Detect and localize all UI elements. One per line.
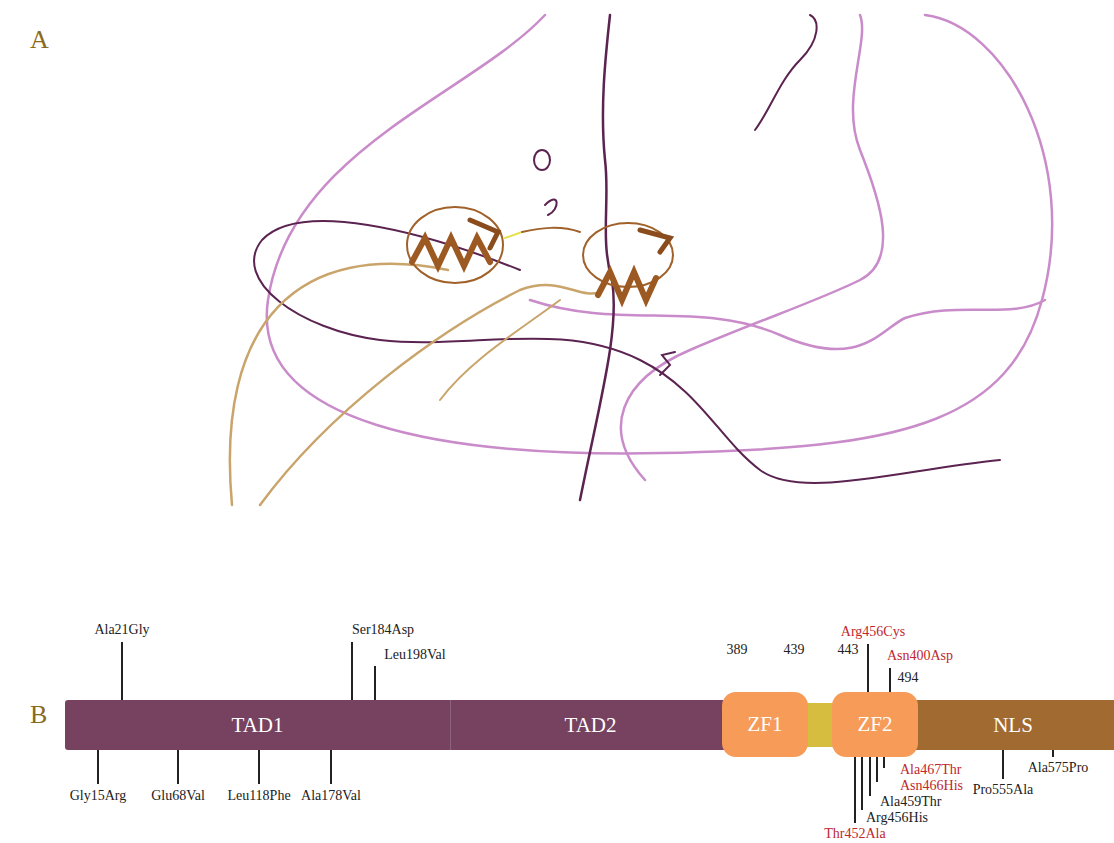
panel-letter: A: [30, 26, 49, 55]
mutation-label: Pro555Ala: [973, 782, 1034, 797]
domain-box: NLS: [912, 700, 1114, 750]
protein-structure: [230, 15, 1052, 505]
mutation-label: Glu68Val: [151, 788, 205, 803]
domain-name: ZF1: [747, 712, 782, 737]
domain-box: TAD1: [65, 700, 450, 750]
domain-name: ZF2: [857, 712, 892, 737]
domain-name: TAD2: [565, 713, 617, 738]
mutation-ticks: [98, 642, 1053, 823]
domain-box: ZF2: [832, 692, 918, 757]
residue-number: 443: [838, 642, 859, 657]
domain-box: TAD2: [450, 700, 730, 750]
mutation-label: Arg456His: [866, 810, 928, 825]
residue-number: 494: [898, 670, 919, 685]
mutation-label: Ala459Thr: [880, 794, 941, 809]
domain-name: TAD1: [232, 713, 284, 738]
mutation-label: Ala467Thr: [900, 762, 961, 777]
mutation-label: Gly15Arg: [70, 788, 127, 803]
residue-number: 389: [727, 642, 748, 657]
mutation-label: Ala21Gly: [94, 622, 149, 637]
mutation-label: Asn466His: [900, 778, 963, 793]
mutation-label: Leu118Phe: [227, 788, 290, 803]
domain-box: ZF1: [722, 692, 808, 757]
mutation-label: Leu198Val: [384, 647, 445, 662]
mutation-label: Thr452Ala: [824, 826, 885, 841]
mutation-label: Ala575Pro: [1028, 760, 1089, 775]
mutation-label: Ala178Val: [301, 788, 361, 803]
mutation-label: Arg456Cys: [841, 624, 905, 639]
mutation-label: Asn400Asp: [887, 648, 953, 663]
mutation-label: Ser184Asp: [352, 622, 414, 637]
domain-name: NLS: [993, 713, 1033, 738]
panel-letter: B: [30, 701, 47, 730]
linker-region: [806, 703, 834, 747]
residue-number: 439: [784, 642, 805, 657]
